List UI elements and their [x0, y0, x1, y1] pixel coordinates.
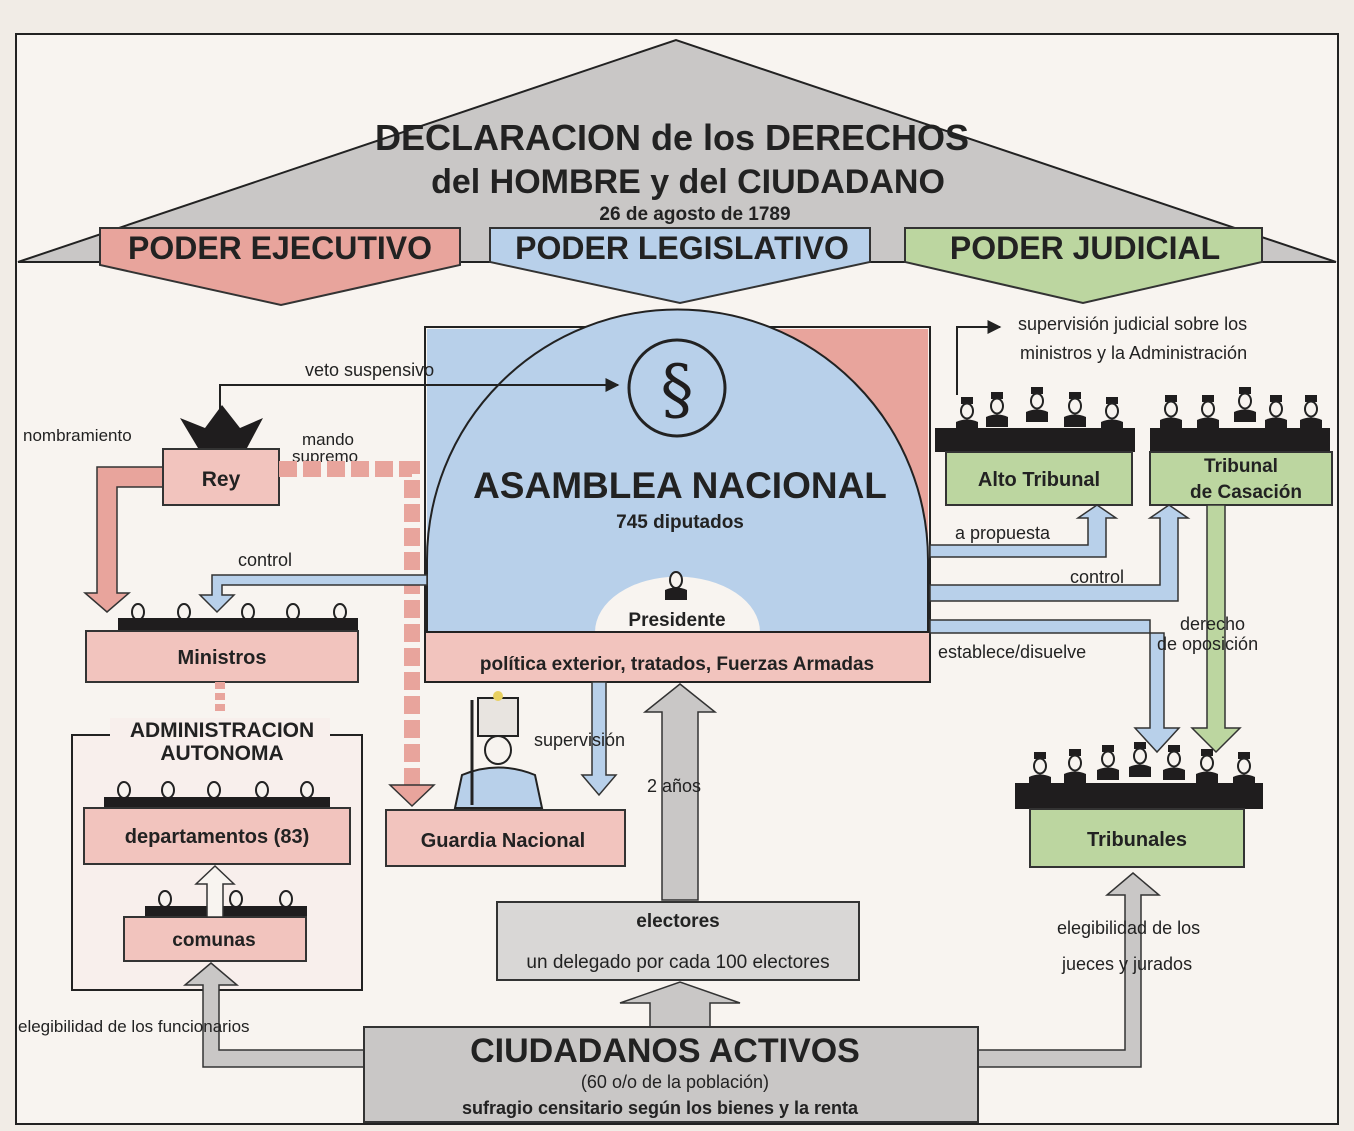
- assembly-subtitle: 745 diputados: [616, 512, 744, 533]
- executive-power-label: PODER EJECUTIVO: [128, 230, 432, 266]
- eligibility-officials-arrow: [182, 962, 365, 1068]
- opposition-label-2: de oposición: [1157, 634, 1258, 654]
- communes-figures: [145, 890, 307, 920]
- high-court-label: Alto Tribunal: [978, 469, 1100, 491]
- national-guard-box: [385, 809, 626, 867]
- cassation-label-2: de Casación: [1190, 482, 1302, 503]
- opposition-arrow: [1190, 504, 1242, 754]
- control-label-left: control: [238, 550, 292, 570]
- communes-to-departments-arrow: [194, 864, 236, 918]
- communes-label: comunas: [172, 930, 255, 951]
- crown-icon: [180, 405, 263, 448]
- supreme-command-label-1: mando: [302, 430, 354, 449]
- cassation-court-box: [1149, 451, 1333, 506]
- judicial-supervision-label-1: supervisión judicial sobre los: [1018, 314, 1247, 334]
- judicial-supervision-arrow: [956, 320, 1002, 395]
- declaration-date: 26 de agosto de 1789: [599, 204, 790, 225]
- electors-box: [496, 901, 860, 981]
- supervision-label: supervisión: [534, 730, 625, 750]
- guard-soldier-icon: [453, 691, 544, 809]
- appointment-arrow: [82, 466, 164, 613]
- eligibility-judges-label-2: jueces y jurados: [1061, 954, 1192, 974]
- departments-box: [83, 807, 351, 865]
- ministers-box: [85, 630, 359, 683]
- establish-dissolve-arrow: [929, 619, 1181, 754]
- executive-banner: [99, 227, 461, 307]
- active-citizens-suffrage: sufragio censitario según los bienes y l…: [462, 1098, 859, 1118]
- control-label-right: control: [1070, 567, 1124, 587]
- section-symbol: §: [661, 351, 694, 428]
- eligibility-officials-label: elegibilidad de los funcionarios: [18, 1017, 250, 1036]
- departments-label: departamentos (83): [125, 826, 310, 848]
- active-citizens-title: CIUDADANOS ACTIVOS: [470, 1032, 860, 1070]
- admin-title-bg: [110, 718, 330, 768]
- admin-title-line2: AUTONOMA: [160, 742, 283, 765]
- high-court-judges: [935, 386, 1135, 452]
- active-citizens-percent: (60 o/o de la población): [581, 1072, 769, 1092]
- president-label: Presidente: [628, 610, 725, 631]
- cassation-judges: [1150, 386, 1330, 452]
- electors-delegate: un delegado por cada 100 electores: [526, 952, 829, 973]
- citizens-to-electors-arrow: [619, 981, 741, 1028]
- national-assembly: § ASAMBLEA NACIONAL 745 diputados Presid…: [424, 308, 931, 683]
- veto-arrow: [219, 378, 620, 410]
- establish-dissolve-label: establece/disuelve: [938, 642, 1086, 662]
- control-arrow-right: [929, 504, 1191, 602]
- cassation-label-1: Tribunal: [1204, 456, 1278, 477]
- ministers-figures: [118, 603, 358, 633]
- active-citizens-box: [363, 1026, 979, 1123]
- legislative-power-label: PODER LEGISLATIVO: [515, 230, 849, 266]
- courts-label: Tribunales: [1087, 829, 1187, 851]
- proposal-arrow: [929, 504, 1119, 558]
- judicial-supervision-label-2: ministros y la Administración: [1020, 343, 1247, 363]
- assembly-functions: política exterior, tratados, Fuerzas Arm…: [480, 654, 874, 675]
- judicial-power-label: PODER JUDICIAL: [950, 230, 1220, 266]
- opposition-label-1: derecho: [1180, 614, 1245, 634]
- courts-box: [1029, 808, 1245, 868]
- assembly-title: ASAMBLEA NACIONAL: [473, 465, 887, 506]
- constitution-symbol-icon: [627, 338, 727, 438]
- appointment-label: nombramiento: [23, 426, 132, 445]
- king-box: [162, 448, 280, 506]
- admin-title-line1: ADMINISTRACION: [130, 719, 314, 742]
- declaration-title-line1: DECLARACION de los DERECHOS: [375, 117, 969, 158]
- electors-title: electores: [636, 911, 719, 932]
- supervision-arrow: [580, 681, 618, 797]
- supreme-command-arrow: [279, 461, 436, 808]
- ministers-label: Ministros: [178, 647, 267, 669]
- eligibility-judges-label-1: elegibilidad de los: [1057, 918, 1200, 938]
- courts-judges: [1015, 741, 1263, 809]
- two-years-label: 2 años: [647, 776, 701, 796]
- judicial-banner: [904, 227, 1263, 305]
- departments-figures: [104, 781, 330, 811]
- declaration-title-line2: del HOMBRE y del CIUDADANO: [431, 163, 945, 201]
- supreme-command-label-2: supremo: [292, 447, 358, 466]
- king-label: Rey: [202, 468, 241, 491]
- legislative-banner: [489, 227, 871, 305]
- high-court-box: [945, 451, 1133, 506]
- control-arrow-left: [198, 574, 428, 614]
- communes-box: [123, 916, 307, 962]
- proposal-label: a propuesta: [955, 523, 1051, 543]
- national-guard-label: Guardia Nacional: [421, 830, 586, 852]
- veto-label: veto suspensivo: [305, 360, 434, 380]
- eligibility-judges-arrow: [977, 872, 1162, 1068]
- election-arrow: [642, 683, 718, 901]
